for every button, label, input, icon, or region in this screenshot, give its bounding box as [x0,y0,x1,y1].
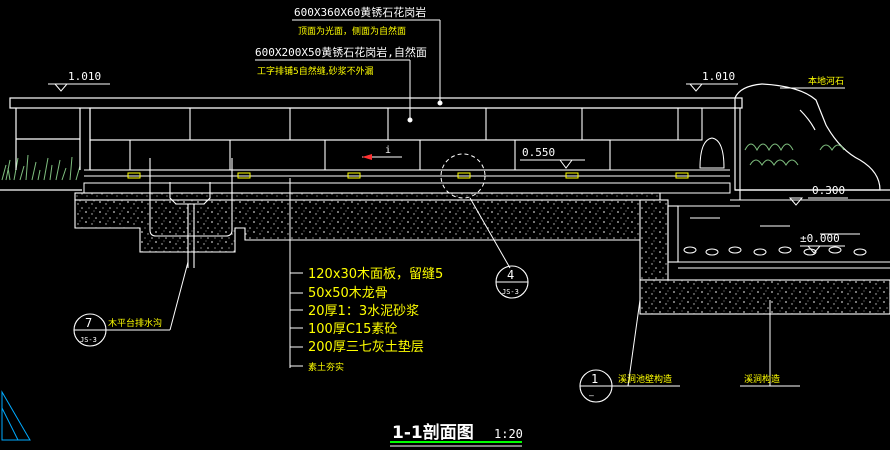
deck-boards [83,169,731,194]
detail-num: 4 [507,268,514,282]
callout-pond [579,299,680,403]
level-marker-zero [800,245,845,254]
callout-detail [495,265,529,299]
layer-5: 200厚三七灰土垫层 [308,339,424,355]
note-top1: 600X360X60黄锈石花岗岩 [294,5,426,19]
pond-base [639,279,890,315]
sec-ref: — [589,391,594,400]
grass [1,154,81,181]
note-top3: 600X200X50黄锈石花岗岩,自然面 [255,45,427,59]
stream-leader [740,300,800,387]
layer-leaders [289,178,303,368]
river-stone [734,83,881,191]
paving-stones [89,107,703,171]
layer-3: 20厚1：3水泥砂浆 [308,304,419,319]
level-left: 1.010 [68,70,101,83]
callout-drain [73,261,189,347]
level-marker-water [788,197,848,206]
stream-label: 溪涧构造 [744,373,780,385]
drain-channel [149,158,233,268]
stone-cap [9,97,743,170]
detail-circle [440,153,486,199]
shrub [744,143,845,166]
layer-6: 素土夯实 [308,361,344,373]
layer-1: 120x30木面板，留缝5 [308,267,443,282]
pond-water [690,199,890,235]
pond-pebbles [683,246,867,256]
level-zero: ±0.000 [800,232,840,245]
pond-wall [639,199,890,281]
drawing-scale: 1:20 [494,427,523,441]
ucs-icon [1,390,31,441]
small-boulder [699,137,725,169]
level-marker-right [686,83,738,92]
top-note-leaders [255,19,443,123]
detail-ref: JS-3 [502,288,519,296]
arrow-label: i [385,145,391,156]
detail-leader [469,197,511,269]
note-stone: 本地河石 [808,75,844,87]
level-marker-left [48,83,110,92]
drain-ref: JS-3 [80,336,97,344]
layer-2: 50x50木龙骨 [308,286,388,301]
drain-label: 木平台排水沟 [108,317,162,329]
note-top2: 顶面为光面，侧面为自然面 [298,25,406,37]
base-layers [74,192,661,253]
drawing-title: 1-1剖面图 [392,422,474,443]
level-mid: 0.550 [522,146,555,159]
pond-label: 溪涧池壁构造 [618,373,672,385]
level-marker-mid [520,159,585,169]
note-top4: 工字排铺5自然缝,砂浆不外漏 [257,65,374,77]
drain-num: 7 [85,316,92,330]
level-water: 0.300 [812,184,845,197]
sec-num: 1 [591,372,598,386]
level-right: 1.010 [702,70,735,83]
joist-markers [127,172,689,179]
layer-4: 100厚C15素砼 [308,322,397,337]
slope-arrow [362,154,402,160]
